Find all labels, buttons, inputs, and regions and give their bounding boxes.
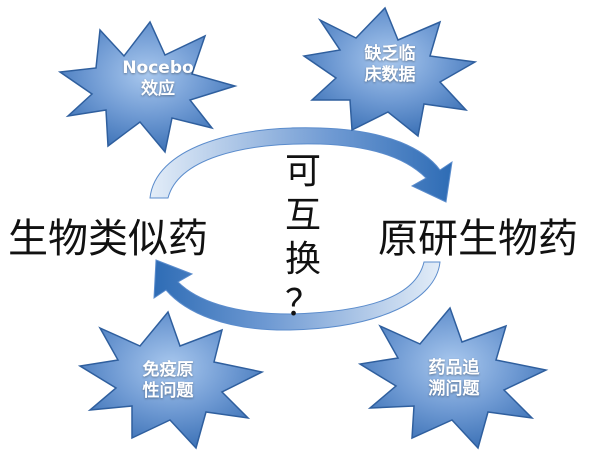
center-question: 可 互 换 ？ — [280, 150, 326, 326]
center-question-char: 可 — [284, 151, 321, 192]
top-arc-arrow — [149, 127, 453, 203]
burst-text-line: 性问题 — [142, 381, 194, 401]
center-question-char: 互 — [284, 195, 321, 236]
burst-bottom-left-text: 免疫原 性问题 — [118, 360, 218, 402]
burst-text-line: Nocebo — [122, 58, 194, 78]
burst-top-left — [57, 20, 238, 154]
burst-top-left-text: Nocebo 效应 — [108, 58, 208, 100]
right-label: 原研生物药 — [378, 216, 578, 262]
burst-text-line: 药品追 — [428, 358, 480, 378]
center-question-char: 换 — [284, 239, 321, 280]
burst-text-line: 缺乏临 — [364, 44, 416, 64]
burst-bottom-left — [77, 310, 265, 450]
burst-bottom-right-text: 药品追 溯问题 — [404, 358, 504, 400]
left-label: 生物类似药 — [8, 216, 208, 262]
burst-bottom-right — [357, 306, 549, 450]
burst-top-right-text: 缺乏临 床数据 — [340, 44, 440, 86]
burst-text-line: 免疫原 — [142, 360, 194, 380]
bottom-arc-arrow — [153, 259, 441, 331]
center-question-char: ？ — [284, 283, 321, 324]
burst-text-line: 床数据 — [364, 65, 416, 85]
burst-top-right — [302, 6, 478, 138]
burst-text-line: 溯问题 — [428, 379, 480, 399]
burst-text-line: 效应 — [141, 79, 175, 99]
